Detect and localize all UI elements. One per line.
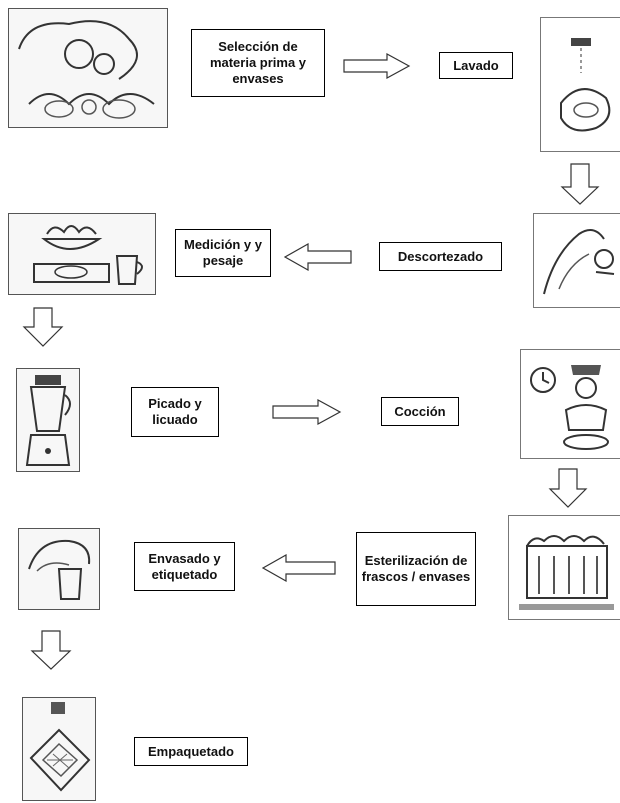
descortezado-illustration [533,213,620,308]
arrow-down-4 [30,630,72,670]
envasado-illustration [18,528,100,610]
medicion-illustration [8,213,156,295]
seleccion-illustration [8,8,168,128]
esterilizacion-illustration [508,515,620,620]
step-coccion: Cocción [381,397,459,426]
empaquetado-illustration [22,697,96,801]
lavado-illustration [540,17,620,152]
arrow-down-1 [560,163,600,205]
step-envasado: Envasado y etiquetado [134,542,235,591]
coccion-illustration [520,349,620,459]
step-esterilizacion: Esterilización de frascos / envases [356,532,476,606]
step-descortezado: Descortezado [379,242,502,271]
arrow-left-2 [262,554,336,582]
arrow-right-1 [343,53,411,79]
step-medicion: Medición y y pesaje [175,229,271,277]
step-empaquetado: Empaquetado [134,737,248,766]
picado-illustration [16,368,80,472]
arrow-down-3 [548,468,588,508]
step-picado: Picado y licuado [131,387,219,437]
step-lavado: Lavado [439,52,513,79]
arrow-down-2 [22,307,64,347]
arrow-right-2 [272,399,342,425]
arrow-left-1 [284,243,352,271]
step-seleccion: Selección de materia prima y envases [191,29,325,97]
